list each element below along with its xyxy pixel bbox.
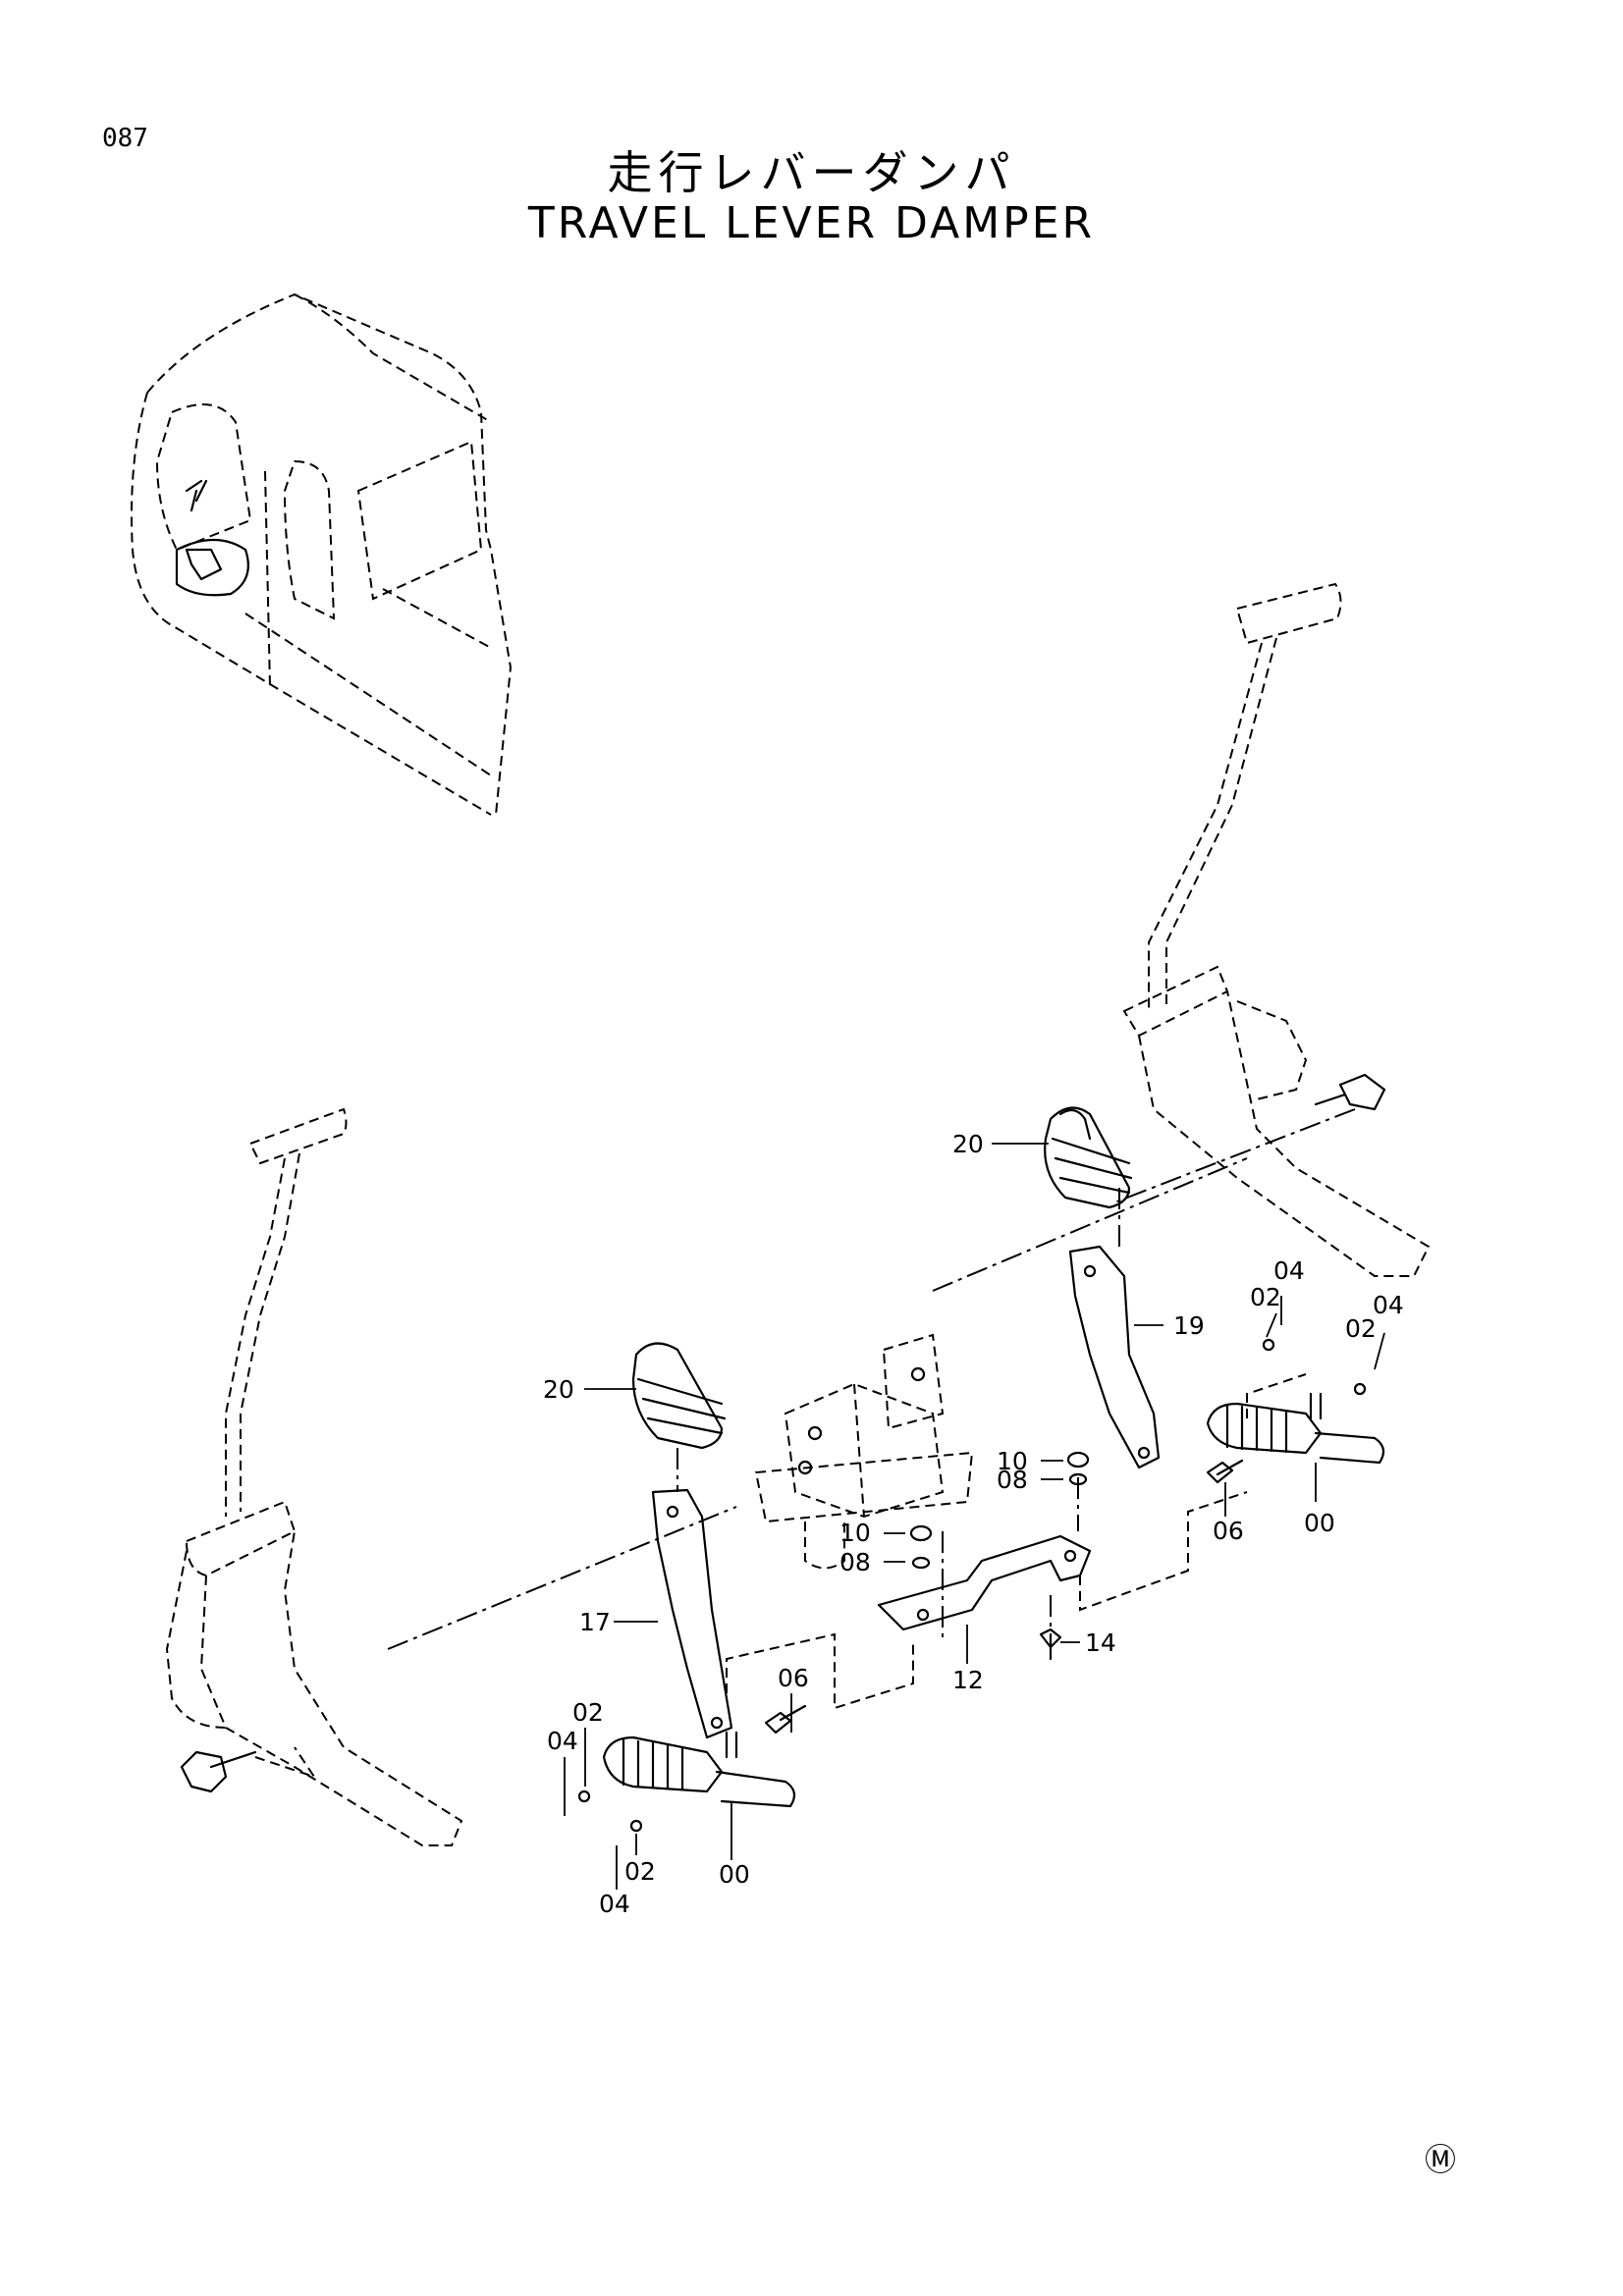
- bellows-boot-lower: [631, 1342, 727, 1450]
- callout-20-lower: 20: [543, 1375, 574, 1404]
- callout-02-lower-b: 02: [624, 1857, 656, 1886]
- damper-lower: [602, 1731, 796, 1808]
- corner-mark: Ⓜ: [1425, 2141, 1457, 2178]
- callout-00-lower: 00: [719, 1860, 750, 1889]
- bracket-17: [651, 1488, 733, 1739]
- callout-20-upper: 20: [952, 1130, 984, 1158]
- callout-14: 14: [1085, 1629, 1116, 1657]
- damper-upper: [1206, 1392, 1385, 1465]
- callout-10-upper: 10: [997, 1447, 1028, 1475]
- callout-02-upper-a: 02: [1250, 1283, 1281, 1311]
- leader-lines: [564, 1143, 1385, 1890]
- callout-02-lower-a: 02: [572, 1698, 604, 1727]
- callout-17: 17: [579, 1608, 611, 1636]
- callout-labels: 20 19 20 17 04 02 02 04 10 08 10 08 06 0…: [543, 1130, 1404, 1918]
- callout-06-upper: 06: [1213, 1517, 1244, 1545]
- mounting-plate-12: [877, 1534, 1092, 1631]
- page-number: 087: [102, 124, 148, 153]
- small-hardware: [577, 1338, 1367, 1833]
- callout-08-lower: 08: [839, 1548, 871, 1576]
- right-travel-lever: [1122, 582, 1431, 1277]
- callout-10-lower: 10: [839, 1519, 871, 1547]
- callout-12: 12: [952, 1666, 984, 1694]
- left-travel-lever: [165, 1107, 463, 1846]
- bellows-boot-upper: [1044, 1106, 1133, 1209]
- callout-02-upper-b: 02: [1345, 1314, 1377, 1343]
- center-lines: [387, 1108, 1356, 1710]
- callout-04-lower-b: 04: [599, 1890, 630, 1918]
- cab-illustration: [131, 293, 513, 816]
- bracket-19: [1068, 1245, 1161, 1469]
- callout-06-lower: 06: [778, 1664, 809, 1692]
- callout-08-upper: 08: [997, 1466, 1028, 1494]
- control-valve-body: [754, 1333, 974, 1570]
- callout-19: 19: [1173, 1311, 1205, 1340]
- title-japanese: 走行レバーダンパ: [607, 146, 1016, 199]
- callout-00-upper: 00: [1304, 1509, 1335, 1537]
- callout-04-upper-a: 04: [1273, 1256, 1305, 1285]
- callout-04-upper-b: 04: [1373, 1291, 1404, 1319]
- title-english: TRAVEL LEVER DAMPER: [527, 198, 1096, 248]
- callout-04-lower-a: 04: [547, 1727, 578, 1755]
